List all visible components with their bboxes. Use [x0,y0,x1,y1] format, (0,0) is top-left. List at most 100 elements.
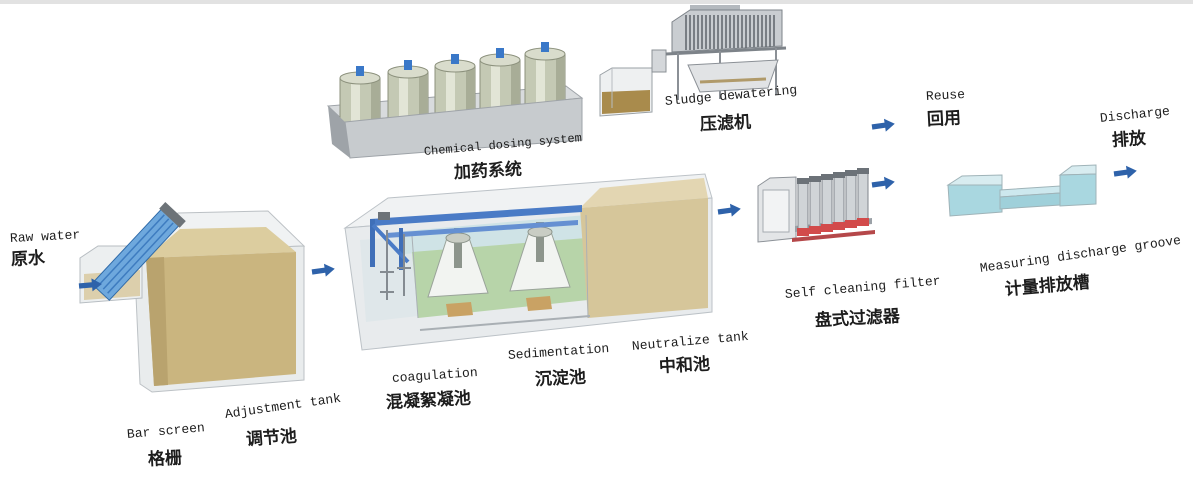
groove-right-front [1059,173,1097,207]
self-cleaning-filter-label-zh: 盘式过滤器 [814,306,901,331]
sedimentation-label-zh: 沉淀池 [534,367,587,390]
tank-highlight [399,72,408,130]
adjustment-tank-label-zh: 调节池 [245,426,298,450]
mixer-motor-icon [541,42,549,52]
flow-arrow-icon [78,278,102,292]
filter-press-hopper [687,59,779,93]
bar-screen-rake [91,202,186,301]
filter-press-plates [685,15,775,50]
groove-left-top [946,174,1003,186]
tank-highlight [446,66,455,124]
discharge-label-zh: 排放 [1111,128,1147,151]
reaction-tank [343,173,713,351]
reuse-label-zh: 回用 [926,108,962,130]
filter-disc [833,222,845,230]
tank-highlight [536,54,545,112]
groove-right-top [1058,164,1097,176]
cone-support [446,302,473,317]
cone-column [536,222,544,262]
sludge-dewatering-label-zh: 压滤机 [699,112,752,135]
adjustment-tank-water-front [146,252,296,386]
coagulation-mixers [380,230,411,300]
mixer-motor-icon [356,66,364,76]
flow-arrow-shape [311,263,335,277]
flow-arrow-icon [871,176,895,190]
bar-screen-bars [98,214,174,294]
bridge-beam-lower [386,220,578,238]
tank-shadow [466,66,474,124]
flow-arrow-icon [871,118,895,132]
neutralize-tank-label-zh: 中和池 [658,354,711,377]
filter-disc [857,218,869,226]
flow-arrow-shape [1113,165,1137,179]
mixer-motor-icon [451,54,459,64]
cone-cap [445,232,471,244]
sedimentation-cone [509,222,571,292]
mixer-motor-icon [404,60,412,70]
filter-disc [797,228,809,236]
filter-unit-body [797,181,809,231]
bridge-post [399,228,403,270]
adjustment-tank-water-shade [146,257,168,386]
chemical-dosing-label-zh: 加药系统 [453,159,523,183]
top-edge-strip [0,0,1193,4]
filter-unit-cap [809,176,821,182]
filter-unit-body [857,171,869,221]
tank-divider [411,235,419,319]
raw-water-label-zh: 原水 [10,248,46,270]
bridge-post [370,219,375,267]
tank-shadow [419,72,427,130]
cone-cap [527,226,553,238]
mixer-motor-icon [496,48,504,58]
filter-disc [845,220,857,228]
cone-column [454,228,462,268]
filter-press [651,5,787,100]
tank-highlight [351,78,360,136]
sludge-tank [599,67,653,117]
raw-water-label: Raw water [9,227,81,246]
filter-outlet-pipe [792,230,875,242]
filter-disc [821,224,833,232]
bar-screen-label-zh: 格栅 [147,448,183,470]
chemical-dosing-system [326,42,584,159]
flow-arrow-icon [311,263,335,277]
filter-press-control-box [651,49,667,73]
filter-unit-body [809,179,821,229]
groove-left-front [947,184,1003,217]
bridge-bracket [378,212,390,220]
coagulation-label-zh: 混凝絮凝池 [385,388,472,413]
flow-arrow-shape [717,203,741,217]
tank-shadow [511,60,519,118]
filter-unit-cap [857,168,869,174]
filter-unit [857,168,869,226]
filter-unit [821,174,833,232]
filter-unit-body [833,175,845,225]
filter-unit-cap [833,172,845,178]
filter-unit [845,170,857,228]
cone-support [526,296,552,311]
filter-unit-cap [797,178,809,184]
filter-disc [809,226,821,234]
bar-screen-drive [159,202,186,228]
filter-unit [833,172,845,230]
filter-unit-cap [821,174,833,180]
bridge-beam [370,205,582,226]
flow-arrow-shape [871,176,895,190]
filter-unit-body [845,173,857,223]
measuring-discharge-groove [946,164,1097,217]
filter-unit-cap [845,170,857,176]
tank-shadow [556,54,564,112]
filter-unit [797,178,809,236]
sludge-tank-sludge [602,90,650,114]
sedimentation-cone [427,228,489,298]
flow-arrow-shape [78,278,102,292]
flow-arrow-icon [1113,165,1137,179]
flow-arrow-shape [871,118,895,132]
tank-divider [585,214,589,319]
filter-cabinet-panel [762,189,790,233]
dosing-tray-left [328,106,350,158]
bridge-brace [371,223,410,264]
filter-press-drive [690,5,740,12]
